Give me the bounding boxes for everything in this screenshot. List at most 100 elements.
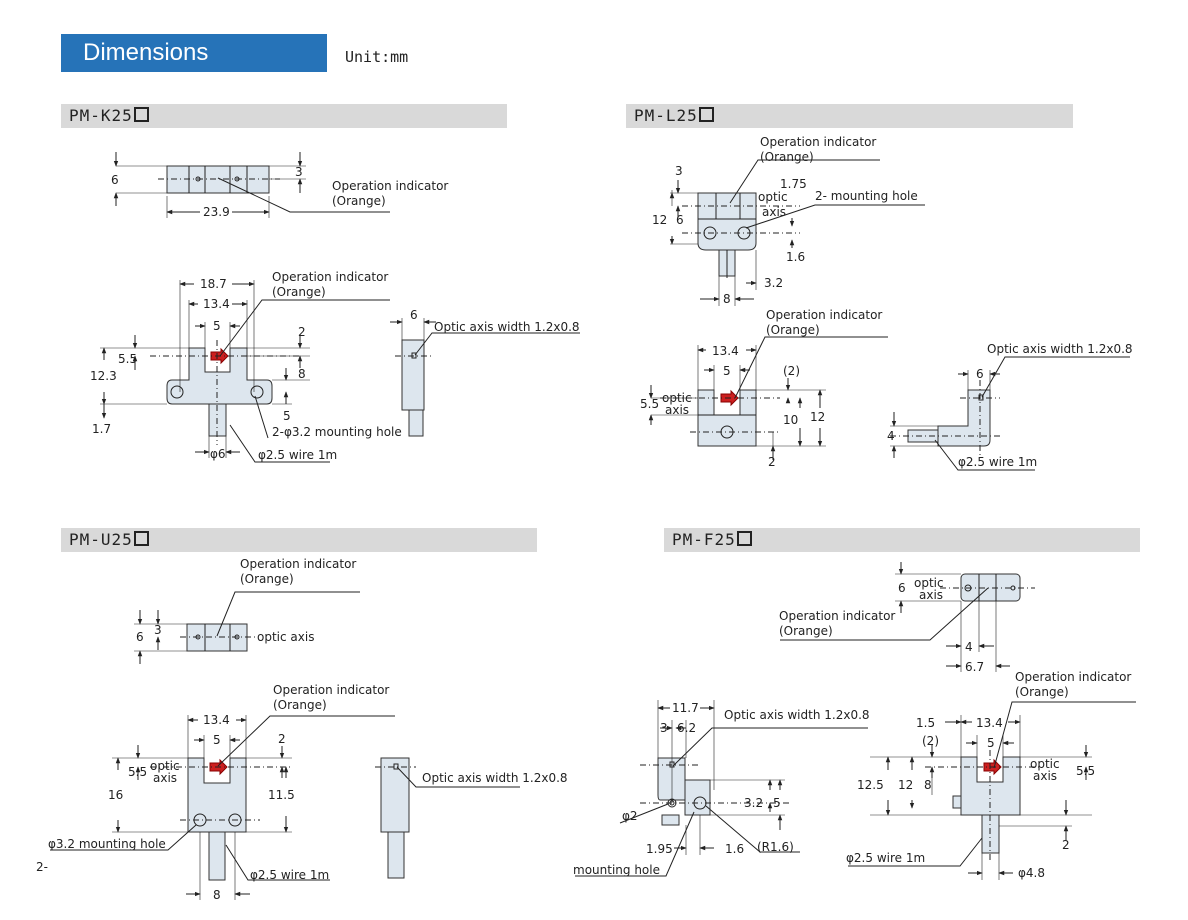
label: axis bbox=[919, 588, 943, 602]
label: Operation indicator bbox=[272, 270, 388, 284]
pm-k25-top-view bbox=[113, 152, 390, 218]
label: 2-φ3.2 mounting hole bbox=[272, 425, 402, 439]
dim: 8 bbox=[298, 367, 306, 381]
label: mounting hole bbox=[573, 863, 660, 877]
label: optic bbox=[150, 759, 180, 773]
label: optic axis bbox=[257, 630, 314, 644]
dim: (R1.6) bbox=[757, 840, 794, 854]
dim: 2 bbox=[298, 325, 306, 339]
label: (Orange) bbox=[273, 698, 327, 712]
dim: 5.5 bbox=[1076, 764, 1095, 778]
label: (Orange) bbox=[760, 150, 814, 164]
dim: 5 bbox=[283, 409, 291, 423]
dim: 6 bbox=[898, 581, 906, 595]
label: Optic axis width 1.2x0.8 bbox=[422, 771, 568, 785]
label: (Orange) bbox=[272, 285, 326, 299]
square-box-icon bbox=[736, 531, 752, 546]
pm-k25-front-view bbox=[100, 280, 390, 463]
label: (Orange) bbox=[1015, 685, 1069, 699]
dim: 6 bbox=[111, 173, 119, 187]
label: φ2.5 wire 1m bbox=[846, 851, 925, 865]
section-pm-u25: PM-U25 bbox=[61, 528, 537, 552]
label: (Orange) bbox=[332, 194, 386, 208]
dim: 5.5 bbox=[128, 765, 147, 779]
dim: 3 bbox=[154, 623, 162, 637]
dim: 8 bbox=[213, 888, 221, 902]
dim: 13.4 bbox=[712, 344, 739, 358]
dim: 1.7 bbox=[92, 422, 111, 436]
dim: φ6 bbox=[210, 447, 226, 461]
label: 2- mounting hole bbox=[815, 189, 918, 203]
label: Operation indicator bbox=[332, 179, 448, 193]
pm-l25-side-view bbox=[890, 356, 1130, 471]
label: Operation indicator bbox=[240, 557, 356, 571]
label: Operation indicator bbox=[273, 683, 389, 697]
dim: 12 bbox=[898, 778, 913, 792]
dim: 10 bbox=[783, 413, 798, 427]
pm-u25-front-view bbox=[50, 715, 395, 900]
label: (Orange) bbox=[779, 624, 833, 638]
dim: 5 bbox=[213, 319, 221, 333]
dim: 3.2 bbox=[744, 796, 763, 810]
section-title: PM-F25 bbox=[672, 530, 736, 549]
dim: 6 bbox=[136, 630, 144, 644]
dim: φ4.8 bbox=[1018, 866, 1045, 880]
dim: 1.5 bbox=[916, 716, 935, 730]
square-box-icon bbox=[133, 107, 149, 122]
section-title: PM-U25 bbox=[69, 530, 133, 549]
pm-f25-top-view bbox=[780, 562, 1035, 672]
dim: 3 bbox=[295, 165, 303, 179]
dim: 2 bbox=[1062, 838, 1070, 852]
dim: 13.4 bbox=[976, 716, 1003, 730]
label: optic bbox=[1030, 757, 1060, 771]
dim: 13.4 bbox=[203, 713, 230, 727]
section-title: PM-L25 bbox=[634, 106, 698, 125]
label: Operation indicator bbox=[779, 609, 895, 623]
label: optic bbox=[758, 190, 788, 204]
dim: 4 bbox=[887, 429, 895, 443]
label: axis bbox=[1033, 769, 1057, 783]
dim: 12 bbox=[810, 410, 825, 424]
dim: 13.4 bbox=[203, 297, 230, 311]
pm-l25-front-view bbox=[669, 159, 925, 306]
page-title: Dimensions bbox=[61, 34, 327, 72]
square-box-icon bbox=[698, 107, 714, 122]
pm-f25-left-view bbox=[575, 700, 868, 877]
label: Optic axis width 1.2x0.8 bbox=[434, 320, 580, 334]
label: optic bbox=[914, 576, 944, 590]
pm-u25-top-view bbox=[134, 591, 360, 664]
label: φ3.2 mounting hole bbox=[48, 837, 166, 851]
label: φ2.5 wire 1m bbox=[958, 455, 1037, 469]
dim: 23.9 bbox=[203, 205, 230, 219]
label: Operation indicator bbox=[760, 135, 876, 149]
unit-label: Unit:mm bbox=[345, 48, 409, 66]
dim: 18.7 bbox=[200, 277, 227, 291]
dim: 12.3 bbox=[90, 369, 117, 383]
dim: 5 bbox=[723, 364, 731, 378]
dim: 16 bbox=[108, 788, 123, 802]
label: axis bbox=[762, 205, 786, 219]
label: Operation indicator bbox=[766, 308, 882, 322]
label: Optic axis width 1.2x0.8 bbox=[724, 708, 870, 722]
dim: 6 bbox=[410, 308, 418, 322]
section-pm-k25: PM-K25 bbox=[61, 104, 507, 128]
pm-u25-side-view bbox=[375, 757, 520, 879]
section-pm-l25: PM-L25 bbox=[626, 104, 1073, 128]
dim: 2 bbox=[278, 732, 286, 746]
dim: 11.5 bbox=[268, 788, 295, 802]
dim: 5 bbox=[773, 796, 781, 810]
label: (Orange) bbox=[766, 323, 820, 337]
dim: 12 bbox=[652, 213, 667, 227]
square-box-icon bbox=[133, 531, 149, 546]
dim: 1.6 bbox=[725, 842, 744, 856]
dim: 1.6 bbox=[786, 250, 805, 264]
pm-k25-side-view bbox=[390, 318, 580, 437]
label: φ2.5 wire 1m bbox=[258, 448, 337, 462]
dim: 5.5 bbox=[640, 397, 659, 411]
dim: 3.2 bbox=[764, 276, 783, 290]
section-title: PM-K25 bbox=[69, 106, 133, 125]
dim: 6 bbox=[676, 213, 684, 227]
dim: φ2 bbox=[622, 809, 638, 823]
label: Operation indicator bbox=[1015, 670, 1131, 684]
